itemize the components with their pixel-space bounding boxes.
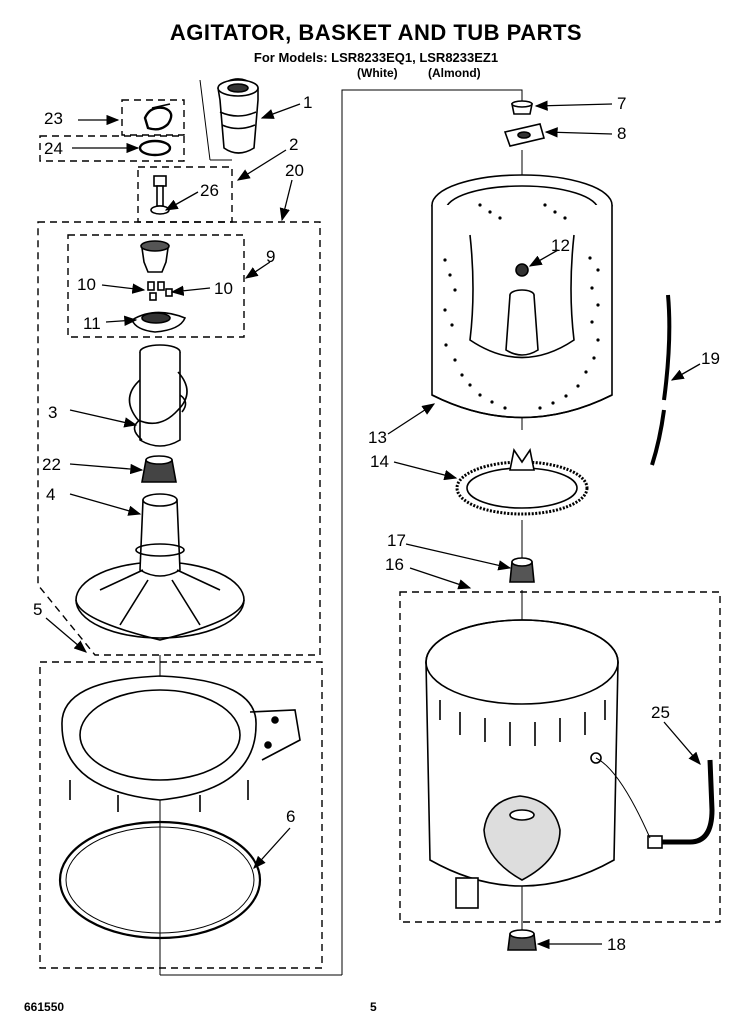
- group-outlines: [37, 99, 721, 969]
- callout-6: 6: [286, 807, 295, 826]
- callout-26: 26: [200, 181, 219, 200]
- callout-13: 13: [368, 428, 387, 447]
- diagram-title: AGITATOR, BASKET AND TUB PARTS: [169, 20, 583, 45]
- part-8-hub-plate: [503, 123, 545, 147]
- part-1-dispenser-cup: [217, 78, 259, 154]
- part-3-auger: [128, 344, 188, 447]
- part-5-tub-ring: [61, 675, 301, 812]
- group-9-outline: [67, 234, 245, 338]
- callout-4: 4: [46, 485, 55, 504]
- callout-2: 2: [289, 135, 298, 154]
- callout-1: 1: [303, 93, 312, 112]
- callout-19: 19: [701, 349, 720, 368]
- basket-perforations: [443, 203, 600, 410]
- group-16-outline: [399, 591, 721, 923]
- part-25-drain-hose: [595, 757, 715, 849]
- callout-23: 23: [44, 109, 63, 128]
- callout-labels: 1 2 3 4 5 6 7 8 9 10 10 11 12 13 14 16 1…: [33, 93, 720, 954]
- callout-20: 20: [285, 161, 304, 180]
- callout-18: 18: [607, 935, 626, 954]
- callout-16: 16: [385, 555, 404, 574]
- callout-11: 11: [83, 314, 101, 333]
- callout-22: 22: [42, 455, 61, 474]
- callout-25: 25: [651, 703, 670, 722]
- callout-10b: 10: [214, 279, 233, 298]
- page-number: 5: [370, 1000, 377, 1014]
- callout-8: 8: [617, 124, 626, 143]
- callout-9: 9: [266, 247, 275, 266]
- part-23-clip: [143, 103, 173, 131]
- part-drawings: [58, 78, 715, 951]
- part-14-hub-gear: [455, 447, 589, 516]
- part-24-seal: [138, 139, 172, 157]
- callout-24: 24: [44, 139, 63, 158]
- callout-3: 3: [48, 403, 57, 422]
- group-5-outline: [39, 661, 323, 969]
- callout-arrows: [45, 100, 701, 950]
- part-4-agitator-base: [75, 493, 245, 641]
- model-subtitle: For Models: LSR8233EQ1, LSR8233EZ1: [253, 50, 499, 65]
- part-7-nut: [511, 100, 533, 115]
- variant-almond: (Almond): [428, 66, 481, 80]
- part-19-hose: [650, 294, 672, 466]
- part-26-bolt: [150, 175, 170, 215]
- callout-5: 5: [33, 600, 42, 619]
- group-24-outline: [39, 135, 185, 162]
- group-23-outline: [121, 99, 185, 136]
- callout-12: 12: [551, 236, 570, 255]
- part-13-basket: [431, 174, 613, 419]
- callout-7: 7: [617, 94, 626, 113]
- callout-14: 14: [370, 452, 389, 471]
- part-22-drive-bell: [141, 455, 177, 483]
- part-17-hub-nut: [509, 557, 535, 583]
- document-number: 661550: [24, 1000, 65, 1014]
- group-20-outline: [37, 221, 321, 656]
- variant-white: (White): [357, 66, 398, 80]
- callout-10a: 10: [77, 275, 96, 294]
- part-9-cam-assembly: [131, 240, 187, 333]
- part-16-outer-tub: [425, 619, 619, 909]
- callout-17: 17: [387, 531, 406, 550]
- part-6-tub-seal: [58, 820, 262, 940]
- part-18-bottom-nut: [507, 929, 537, 951]
